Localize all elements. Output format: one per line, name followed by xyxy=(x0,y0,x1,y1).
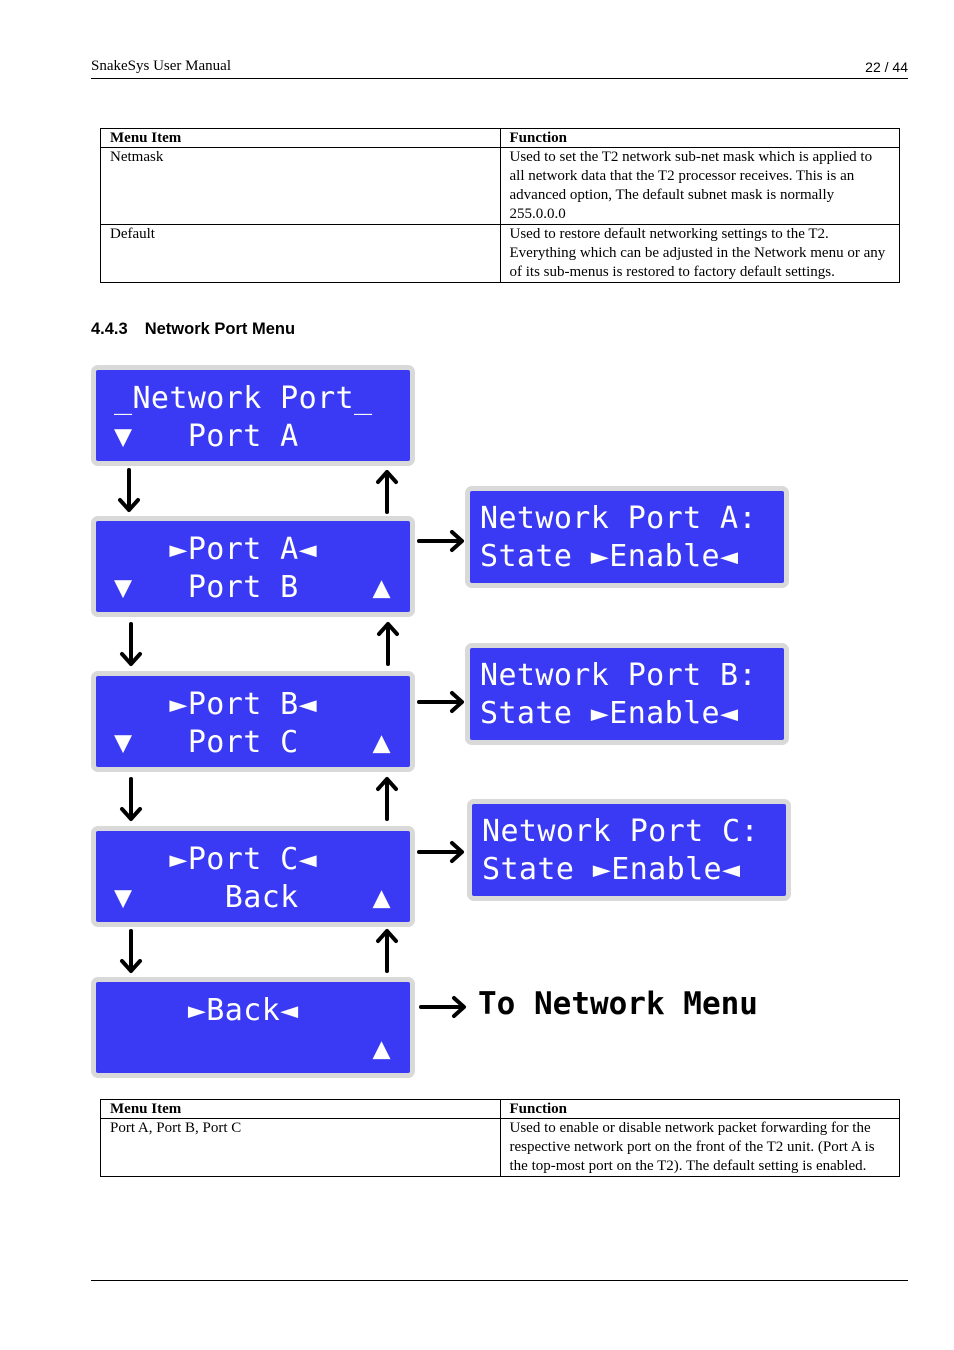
header-title: SnakeSys User Manual xyxy=(91,58,231,74)
lcd-port-b-state: Network Port B: State ►Enable◄ xyxy=(465,643,789,745)
lcd-line: _Network Port_ xyxy=(114,381,373,416)
lcd-line: ▼ Port C ▲ xyxy=(114,725,391,760)
down-arrow-icon xyxy=(118,468,140,512)
exit-label: To Network Menu xyxy=(478,986,758,1022)
lcd-line: ▼ Port B ▲ xyxy=(114,570,391,605)
lcd-line: State ►Enable◄ xyxy=(480,696,739,731)
lcd-line: State ►Enable◄ xyxy=(482,852,741,887)
up-arrow-icon xyxy=(377,622,399,666)
lcd-line: ►Port A◄ xyxy=(114,532,318,567)
lcd-back-selected: ►Back◄ ▲ xyxy=(91,977,415,1078)
lcd-line: ►Back◄ xyxy=(114,993,299,1028)
lcd-line: ►Port B◄ xyxy=(114,687,318,722)
right-arrow-icon xyxy=(417,841,464,863)
section-title: Network Port Menu xyxy=(144,320,296,338)
lcd-line: ▼ Port A xyxy=(114,419,299,454)
section-heading: 4.4.3 Network Port Menu xyxy=(91,320,295,339)
right-arrow-icon xyxy=(419,996,466,1018)
up-arrow-icon xyxy=(376,929,398,973)
section-number: 4.4.3 xyxy=(91,320,128,338)
right-arrow-icon xyxy=(417,530,464,552)
up-arrow-icon xyxy=(376,470,398,514)
down-arrow-icon xyxy=(120,622,142,666)
lcd-line: ►Port C◄ xyxy=(114,842,318,877)
lcd-port-b-selected: ►Port B◄ ▼ Port C ▲ xyxy=(91,671,415,772)
down-arrow-icon xyxy=(120,777,142,821)
up-arrow-icon xyxy=(376,777,398,821)
down-arrow-icon xyxy=(120,929,142,973)
lcd-line: Network Port A: xyxy=(480,501,757,536)
lcd-port-a-selected: ►Port A◄ ▼ Port B ▲ xyxy=(91,516,415,617)
lcd-line: ▲ xyxy=(114,1031,391,1066)
lcd-network-port-menu: _Network Port_ ▼ Port A xyxy=(91,365,415,466)
lcd-line: Network Port B: xyxy=(480,658,757,693)
lcd-port-a-state: Network Port A: State ►Enable◄ xyxy=(465,486,789,588)
cell-item: Port A, Port B, Port C xyxy=(100,1118,501,1177)
lcd-line: ▼ Back ▲ xyxy=(114,880,391,915)
cell-function: Used to restore default networking setti… xyxy=(499,224,900,283)
lcd-port-c-state: Network Port C: State ►Enable◄ xyxy=(467,799,791,901)
lcd-port-c-selected: ►Port C◄ ▼ Back ▲ xyxy=(91,826,415,927)
cell-function: Used to enable or disable network packet… xyxy=(499,1118,900,1177)
footer-rule xyxy=(91,1280,908,1281)
page-number: 22 / 44 xyxy=(865,59,908,75)
right-arrow-icon xyxy=(417,691,464,713)
lcd-line: Network Port C: xyxy=(482,814,759,849)
header-rule xyxy=(91,78,908,79)
lcd-line: State ►Enable◄ xyxy=(480,539,739,574)
col-header: Function xyxy=(499,1099,900,1119)
cell-function: Used to set the T2 network sub-net mask … xyxy=(499,147,900,225)
col-header: Menu Item xyxy=(100,1099,501,1119)
